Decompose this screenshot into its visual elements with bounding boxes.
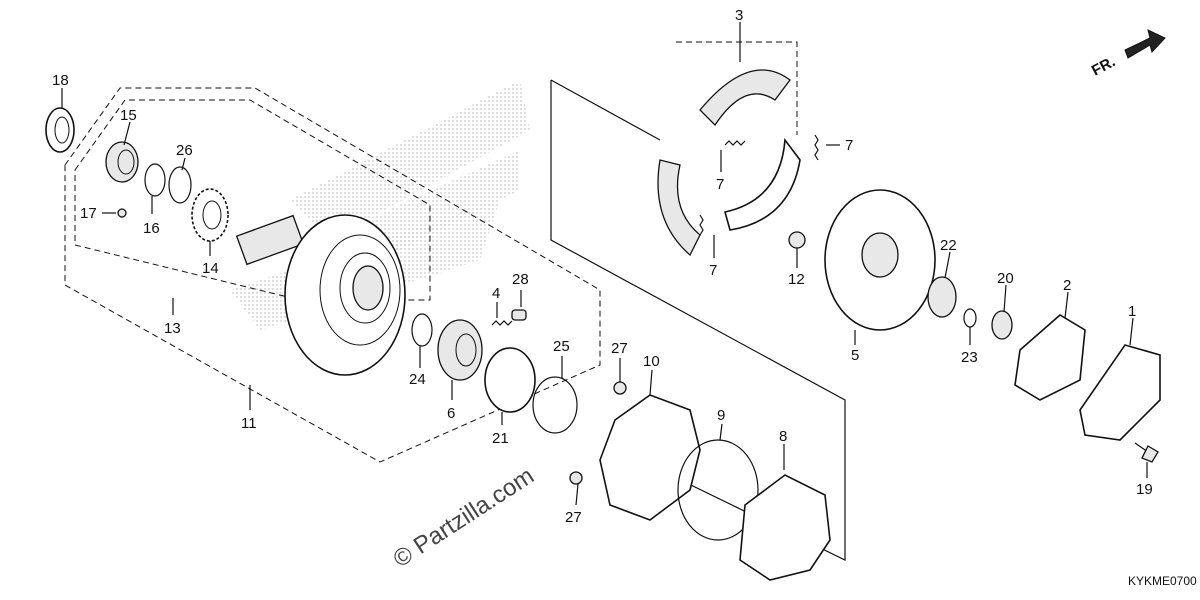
callout-17: 17 xyxy=(80,205,97,222)
part-17-nut[interactable] xyxy=(117,208,127,218)
callout-11: 11 xyxy=(241,415,257,432)
part-14-gear[interactable] xyxy=(191,188,229,242)
part-15-bearing-race[interactable] xyxy=(105,141,139,183)
part-10-gasket[interactable] xyxy=(599,394,701,521)
part-8-gasket[interactable] xyxy=(739,474,831,581)
part-5-drive-plate[interactable] xyxy=(824,189,936,331)
part-21-plate[interactable] xyxy=(484,347,536,413)
callout-25: 25 xyxy=(553,338,570,355)
part-1-cover[interactable] xyxy=(1079,344,1161,441)
callout-20: 20 xyxy=(997,270,1014,287)
part-18-oil-seal[interactable] xyxy=(45,107,75,153)
callout-10: 10 xyxy=(643,353,660,370)
leader-lines xyxy=(61,22,1148,506)
part-16-snap-ring[interactable] xyxy=(144,163,166,197)
callout-9: 9 xyxy=(717,407,725,424)
diagram-code: KYKME0700 xyxy=(1128,574,1197,588)
direction-label: FR. xyxy=(1089,53,1118,79)
part-27-nut-lower[interactable] xyxy=(569,471,583,485)
part-7-spring-b[interactable] xyxy=(814,134,819,161)
front-direction-arrow-icon xyxy=(1124,29,1166,59)
callout-2: 2 xyxy=(1063,277,1071,294)
callout-19: 19 xyxy=(1136,481,1153,498)
part-28-roller[interactable] xyxy=(511,309,527,321)
callout-7-b: 7 xyxy=(845,137,853,154)
callout-3: 3 xyxy=(735,7,743,24)
part-7-spring-c[interactable] xyxy=(699,214,704,236)
callout-1: 1 xyxy=(1128,303,1136,320)
callout-6: 6 xyxy=(447,405,455,422)
callout-26: 26 xyxy=(176,142,193,159)
part-19-bolt[interactable] xyxy=(1134,442,1159,463)
callout-7-a: 7 xyxy=(716,176,724,193)
callout-24: 24 xyxy=(409,371,426,388)
part-24-ring[interactable] xyxy=(411,313,433,347)
part-26-washer[interactable] xyxy=(168,166,192,204)
box-edge xyxy=(550,79,661,141)
part-3-clutch-shoes[interactable] xyxy=(657,69,801,257)
part-7-spring-a[interactable] xyxy=(724,140,746,146)
callout-22: 22 xyxy=(940,237,957,254)
part-27-nut-upper[interactable] xyxy=(613,381,627,395)
callout-14: 14 xyxy=(202,260,219,277)
assembly-box-3 xyxy=(676,41,798,135)
callout-5: 5 xyxy=(851,347,859,364)
callout-28: 28 xyxy=(512,271,529,288)
callout-12: 12 xyxy=(788,271,805,288)
part-4-spring[interactable] xyxy=(491,320,513,326)
callout-7-c: 7 xyxy=(709,262,717,279)
assembly-box-11 xyxy=(64,87,601,463)
part-11-clutch-outer[interactable] xyxy=(235,214,406,376)
part-23-washer[interactable] xyxy=(963,308,977,328)
callout-13: 13 xyxy=(164,320,181,337)
part-12-nut[interactable] xyxy=(788,231,806,249)
callout-27-upper: 27 xyxy=(611,340,628,357)
callout-23: 23 xyxy=(961,349,978,366)
callout-15: 15 xyxy=(120,107,137,124)
callout-18: 18 xyxy=(52,72,69,89)
part-2-gasket[interactable] xyxy=(1014,314,1086,401)
callout-16: 16 xyxy=(143,220,160,237)
part-9-o-ring[interactable] xyxy=(677,439,759,541)
callout-4: 4 xyxy=(492,285,500,302)
callout-21: 21 xyxy=(492,430,509,447)
part-25-circlip[interactable] xyxy=(532,376,578,434)
watermark: © Partzilla.com xyxy=(389,462,539,573)
part-22-damper[interactable] xyxy=(927,276,957,318)
callout-27-lower: 27 xyxy=(565,509,582,526)
callout-8: 8 xyxy=(779,428,787,445)
part-20-bracket[interactable] xyxy=(991,310,1013,340)
part-6-one-way-clutch[interactable] xyxy=(437,319,483,381)
